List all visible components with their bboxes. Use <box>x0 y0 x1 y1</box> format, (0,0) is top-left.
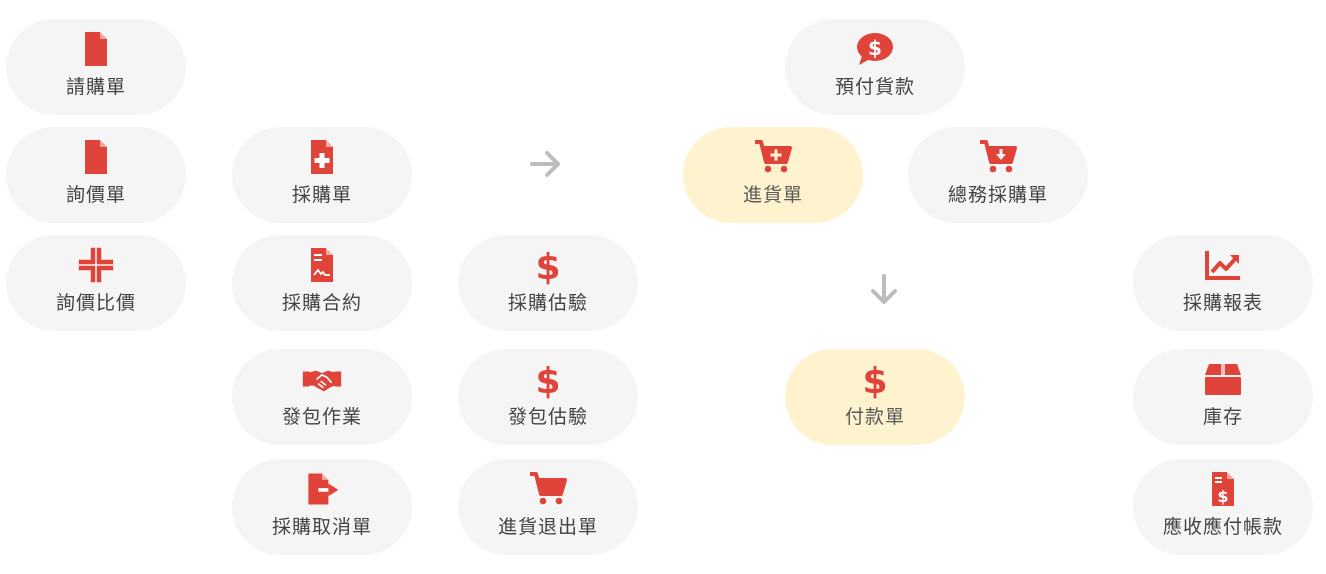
node-label: 發包作業 <box>281 406 362 428</box>
node-accounts-ledger[interactable]: $ 應收應付帳款 <box>1133 459 1313 555</box>
svg-text:$: $ <box>535 247 560 285</box>
node-label: 採購單 <box>291 184 352 206</box>
node-purchase-valuation[interactable]: $ 採購估驗 <box>458 235 638 331</box>
file-contract-icon <box>302 245 342 285</box>
node-payment[interactable]: $ 付款單 <box>785 349 965 445</box>
file-invoice-dollar-icon: $ <box>1203 469 1243 509</box>
node-label: 預付貨款 <box>834 76 915 98</box>
node-label: 進貨單 <box>742 184 803 206</box>
node-label: 詢價單 <box>65 184 126 206</box>
node-general-purchase[interactable]: 總務採購單 <box>908 127 1088 223</box>
file-export-icon <box>302 469 342 509</box>
node-inventory[interactable]: 庫存 <box>1133 349 1313 445</box>
node-label: 採購取消單 <box>271 516 372 538</box>
handshake-icon <box>302 359 342 399</box>
chart-line-icon <box>1203 245 1243 285</box>
compress-icon <box>76 245 116 285</box>
cart-icon <box>528 469 568 509</box>
node-purchase-cancel[interactable]: 採購取消單 <box>232 459 412 555</box>
dollar-icon: $ <box>855 359 895 399</box>
node-purchase-order[interactable]: 採購單 <box>232 127 412 223</box>
svg-text:$: $ <box>535 361 560 399</box>
node-label: 總務採購單 <box>947 184 1048 206</box>
cart-download-icon <box>978 137 1018 177</box>
node-label: 付款單 <box>844 406 905 428</box>
node-label: 採購報表 <box>1182 292 1263 314</box>
node-label: 採購合約 <box>281 292 362 314</box>
node-goods-receipt[interactable]: 進貨單 <box>683 127 863 223</box>
node-label: 發包估驗 <box>507 406 588 428</box>
flow-arrow-right <box>528 146 564 182</box>
svg-text:$: $ <box>868 36 882 60</box>
box-icon <box>1203 359 1243 399</box>
node-inquiry[interactable]: 詢價單 <box>6 127 186 223</box>
dollar-icon: $ <box>528 245 568 285</box>
node-outsourcing-valuation[interactable]: $ 發包估驗 <box>458 349 638 445</box>
node-purchase-request[interactable]: 請購單 <box>6 19 186 115</box>
node-label: 庫存 <box>1202 406 1243 428</box>
file-icon <box>76 29 116 69</box>
node-label: 應收應付帳款 <box>1162 516 1283 538</box>
node-inquiry-compare[interactable]: 詢價比價 <box>6 235 186 331</box>
node-prepayment[interactable]: $ 預付貨款 <box>785 19 965 115</box>
comment-dollar-icon: $ <box>855 29 895 69</box>
flow-arrow-down <box>866 272 902 308</box>
file-medical-icon <box>302 137 342 177</box>
node-purchase-return[interactable]: 進貨退出單 <box>458 459 638 555</box>
node-label: 進貨退出單 <box>497 516 598 538</box>
svg-text:$: $ <box>1217 487 1228 506</box>
node-label: 請購單 <box>65 76 126 98</box>
dollar-icon: $ <box>528 359 568 399</box>
cart-plus-icon <box>753 137 793 177</box>
node-outsourcing[interactable]: 發包作業 <box>232 349 412 445</box>
node-label: 採購估驗 <box>507 292 588 314</box>
file-icon <box>76 137 116 177</box>
node-purchase-contract[interactable]: 採購合約 <box>232 235 412 331</box>
node-purchase-report[interactable]: 採購報表 <box>1133 235 1313 331</box>
node-label: 詢價比價 <box>55 292 136 314</box>
svg-text:$: $ <box>862 361 887 399</box>
